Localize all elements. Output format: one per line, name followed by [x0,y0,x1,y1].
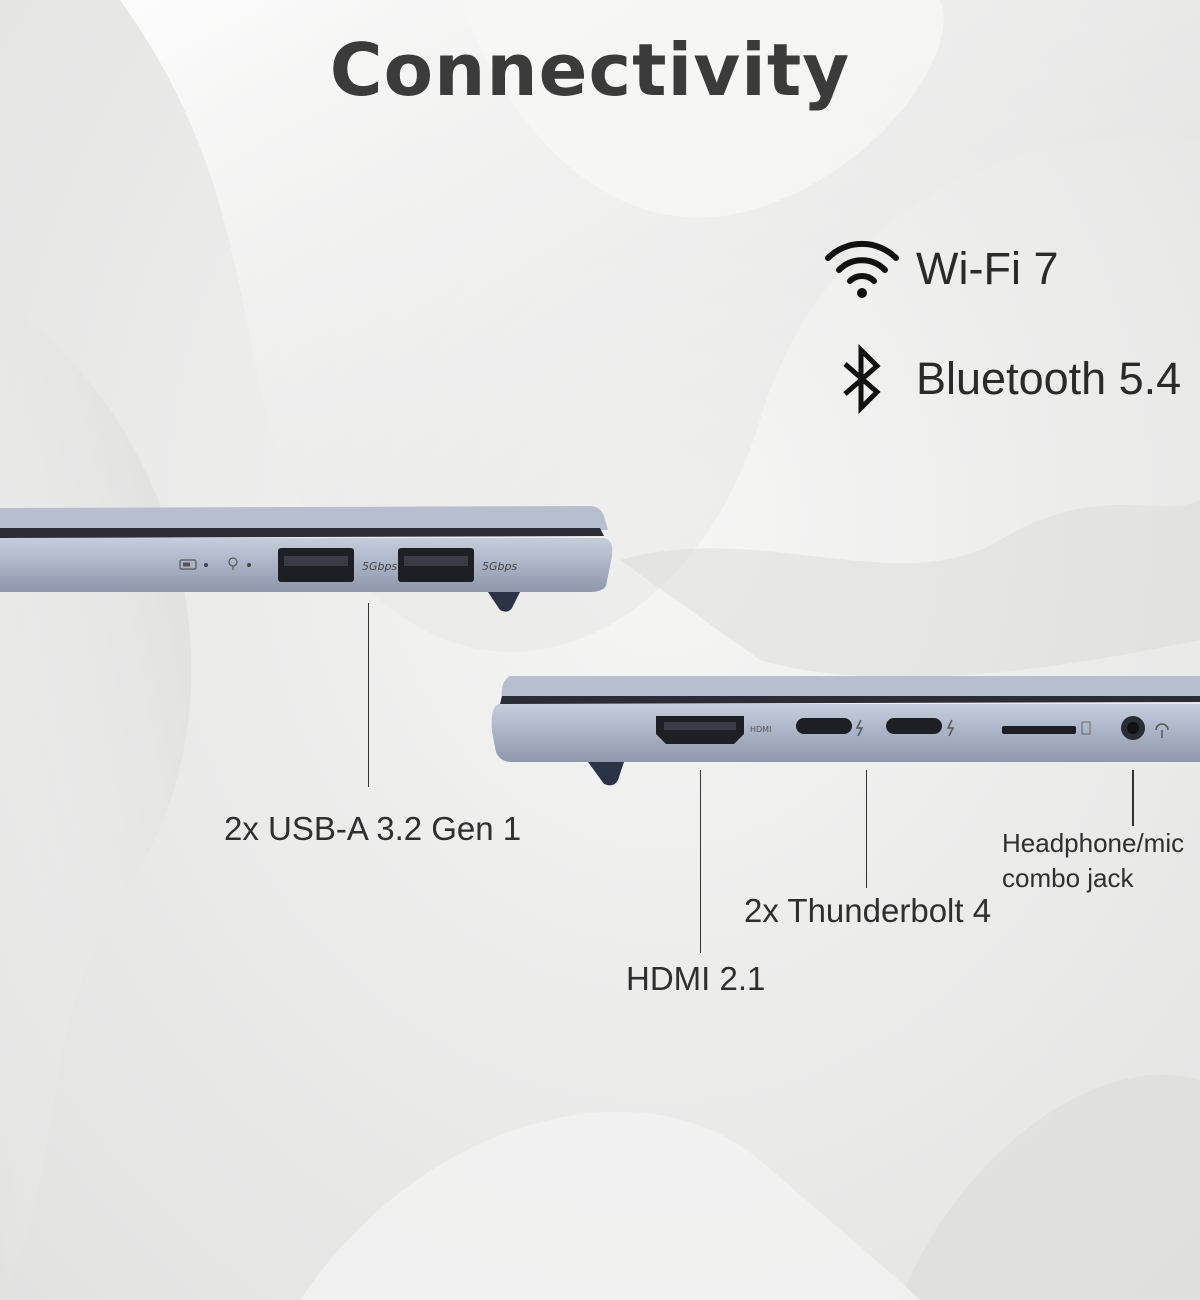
usb-a-port-2 [398,548,474,582]
power-light-icon [228,557,251,570]
thunderbolt-label: 2x Thunderbolt 4 [744,892,992,929]
foot-left [488,592,520,612]
usb-a-label: 2x USB-A 3.2 Gen 1 [224,810,522,847]
usb-a-callout-line [368,603,369,787]
headset-icon [1155,723,1169,738]
thunderbolt-port-1 [796,718,864,737]
audio-jack [1121,716,1145,740]
audio-callout-line [1132,770,1134,826]
audio-label-line-1: Headphone/mic [1002,828,1185,858]
hdmi-port [656,716,744,744]
lid-left [0,506,608,538]
bluetooth-row: Bluetooth 5.4 [822,344,1181,414]
wifi-icon [822,238,902,300]
laptop-right-side: HDMI [491,676,1200,786]
wifi-label: Wi-Fi 7 [916,243,1059,294]
thunderbolt-callout-line [866,770,867,888]
wifi-row: Wi-Fi 7 [822,238,1058,300]
battery-indicator-icon [179,559,208,570]
laptop-left-side: 5Gbps 5Gbps [0,506,613,612]
hdmi-callout-line [700,770,701,953]
bluetooth-label: Bluetooth 5.4 [916,353,1182,404]
thunderbolt-port-2 [886,718,955,737]
audio-label-line-2: combo jack [1002,863,1134,893]
usb-a-port-1 [278,548,354,582]
usb-speed-label-2: 5Gbps [482,560,517,573]
bluetooth-icon [822,344,902,414]
hdmi-label: HDMI 2.1 [626,960,766,997]
card-reader-slot [1002,721,1091,735]
audio-label: Headphone/mic combo jack [1002,826,1184,896]
foot-right [588,762,624,786]
lid-right [500,676,1200,704]
usb-speed-label-1: 5Gbps [362,560,397,573]
hdmi-port-label: HDMI [750,725,771,734]
page-title: Connectivity [329,28,851,112]
